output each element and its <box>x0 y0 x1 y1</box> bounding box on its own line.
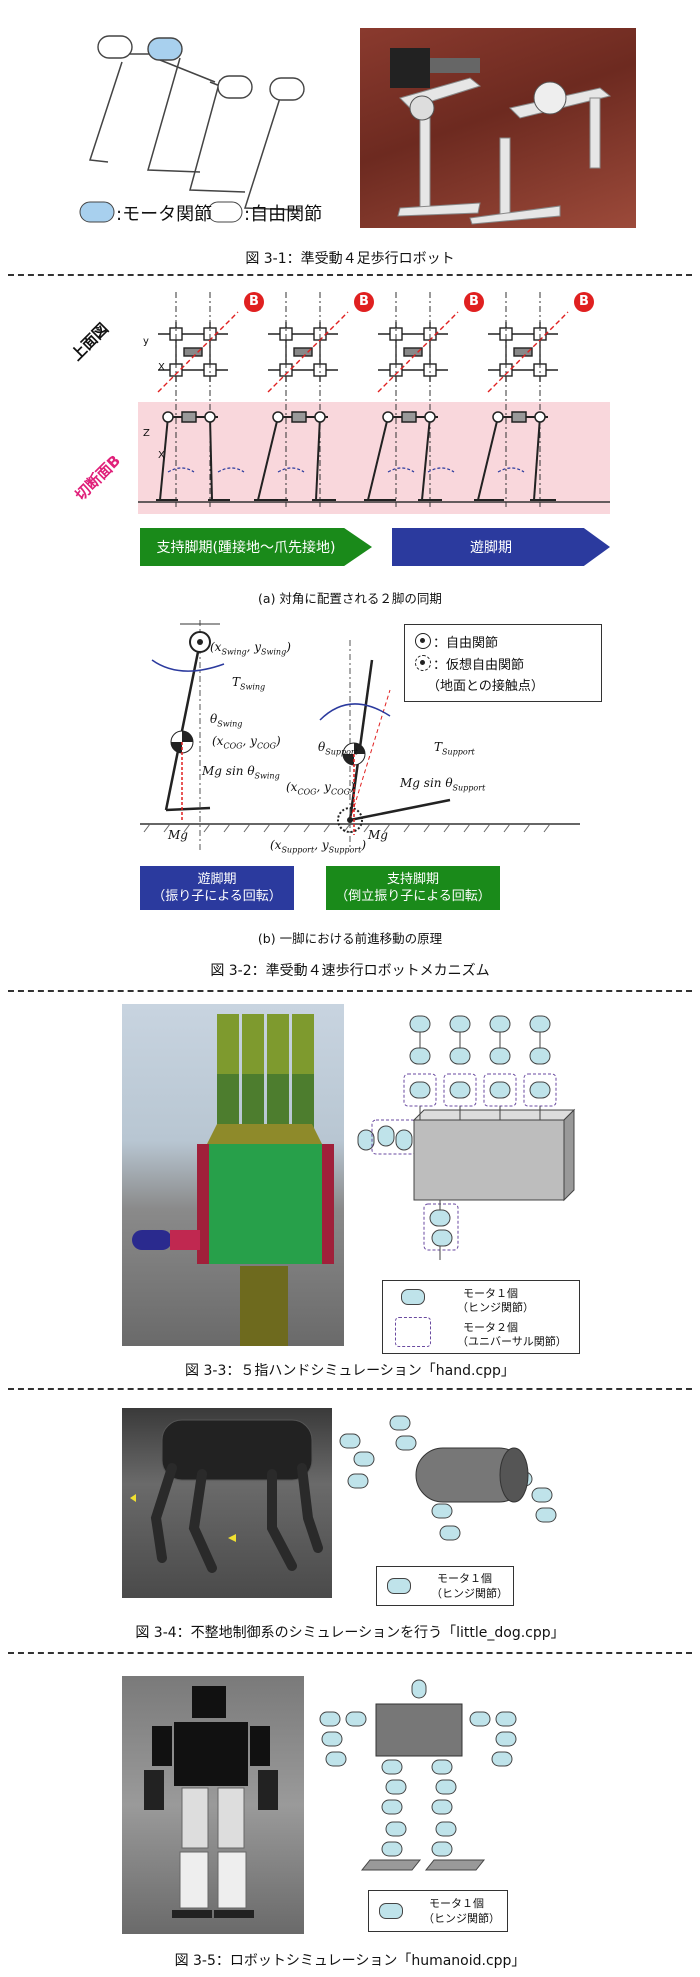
support-box-note: （倒立振り子による回転） <box>335 889 491 904</box>
label-theta-support: θSupport <box>318 740 358 757</box>
hinge-motor-icon <box>379 1903 403 1919</box>
legend-one-motor: モータ１個 <box>437 1572 492 1585</box>
section-marker-b: B <box>574 292 594 312</box>
little-dog-render <box>122 1408 332 1598</box>
separator <box>8 990 692 992</box>
hinge-motor-icon <box>401 1289 425 1305</box>
label-mg-sin-support: Mg sin θSupport <box>400 776 486 793</box>
swing-box-title: 遊脚期 <box>197 872 237 887</box>
hand-motor-legend: モータ１個 （ヒンジ関節） モータ２個 （ユニバーサル関節） <box>382 1280 580 1354</box>
legend-hinge-note: （ヒンジ関節） <box>457 1301 534 1314</box>
robot-photo <box>360 28 636 228</box>
support-pendulum-box: 支持脚期 （倒立振り子による回転） <box>326 866 500 910</box>
swing-pendulum-box: 遊脚期 （振り子による回転） <box>140 866 294 910</box>
stance-phase-label: 支持脚期(踵接地〜爪先接地) <box>156 540 336 556</box>
universal-motor-icon <box>395 1317 431 1347</box>
figure-3-3-caption: 図 3-3：５指ハンドシミュレーション「hand.cpp」 <box>185 1363 515 1379</box>
support-box-title: 支持脚期 <box>386 872 439 887</box>
stance-phase-arrow: 支持脚期(踵接地〜爪先接地) <box>140 528 372 566</box>
legend-virtual-note: （地面との接触点） <box>427 679 544 694</box>
legend-one-motor: モータ１個 <box>463 1287 518 1300</box>
legend-two-motors: モータ２個 <box>463 1321 518 1334</box>
section-b-label: 切断面B <box>71 451 125 505</box>
axis-z-label: Z <box>143 428 150 439</box>
label-x-support: (xSupport, ySupport) <box>270 838 367 855</box>
subfigure-a-caption: (a) 対角に配置される２脚の同期 <box>258 591 442 606</box>
axis-y-label: y <box>143 336 149 347</box>
separator <box>8 1652 692 1654</box>
label-t-swing: TSwing <box>232 675 266 692</box>
axis-x-label: X <box>158 450 165 461</box>
subfigure-b-caption: (b) 一脚における前進移動の原理 <box>257 931 443 946</box>
joint-legend: ：自由関節 ：仮想自由関節 （地面との接触点） <box>404 624 602 702</box>
figure-3-5-caption: 図 3-5：ロボットシミュレーション「humanoid.cpp」 <box>174 1953 526 1969</box>
legend-free-joint: ：自由関節 <box>433 636 499 651</box>
hinge-motor-icon <box>387 1578 411 1594</box>
axis-x-label: X <box>158 362 165 373</box>
label-mg-sin-swing: Mg sin θSwing <box>202 764 280 781</box>
top-view-label: 上面図 <box>67 319 112 365</box>
legend-universal-note: （ユニバーサル関節） <box>457 1335 567 1348</box>
hand-joint-diagram <box>357 1015 576 1260</box>
swing-box-note: （振り子による回転） <box>152 889 282 904</box>
label-t-support: TSupport <box>434 740 475 757</box>
legend-motor-joint: :モータ関節 <box>116 204 213 225</box>
label-theta-swing: θSwing <box>210 712 243 729</box>
humanoid-joint-diagram <box>319 1679 517 1871</box>
quasi-passive-robot-diagram <box>79 35 305 223</box>
little-dog-joint-diagram <box>339 1415 557 1541</box>
legend-virtual-joint: ：仮想自由関節 <box>433 658 525 673</box>
label-x-swing: (xSwing, ySwing) <box>210 640 291 657</box>
section-marker-b: B <box>244 292 264 312</box>
legend-hinge-note: （ヒンジ関節） <box>431 1587 508 1600</box>
little-dog-motor-legend: モータ１個 （ヒンジ関節） <box>376 1566 514 1606</box>
label-cog-support: (xCOG, yCOG) <box>286 780 355 797</box>
section-marker-b: B <box>354 292 374 312</box>
gait-sequence-diagram <box>138 292 610 507</box>
swing-phase-arrow: 遊脚期 <box>392 528 610 566</box>
figure-3-2-caption: 図 3-2：準受動４速歩行ロボットメカニズム <box>210 963 490 979</box>
separator <box>8 274 692 276</box>
swing-phase-label: 遊脚期 <box>470 540 512 556</box>
figure-3-1-caption: 図 3-1：準受動４足歩行ロボット <box>245 251 455 267</box>
section-marker-b: B <box>464 292 484 312</box>
legend-hinge-note: （ヒンジ関節） <box>423 1912 500 1925</box>
humanoid-render <box>122 1676 304 1934</box>
section-band <box>138 402 610 514</box>
legend-free-joint: :自由関節 <box>244 204 323 225</box>
separator <box>8 1388 692 1390</box>
legend-one-motor: モータ１個 <box>429 1897 484 1910</box>
figure-3-4-caption: 図 3-4：不整地制御系のシミュレーションを行う「little_dog.cpp」 <box>135 1625 565 1641</box>
label-mg-support: Mg <box>368 828 388 842</box>
label-cog-swing: (xCOG, yCOG) <box>212 734 281 751</box>
humanoid-motor-legend: モータ１個 （ヒンジ関節） <box>368 1890 508 1932</box>
leg-motion-principle-diagram <box>140 620 580 850</box>
label-mg-swing: Mg <box>168 828 188 842</box>
hand-simulation-render <box>122 1004 344 1346</box>
